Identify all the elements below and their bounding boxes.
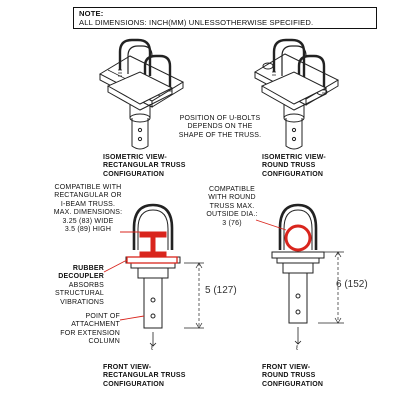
attachment-point-label: POINT OF ATTACHMENT FOR EXTENSION COLUMN — [60, 313, 120, 346]
ubolt-note: POSITION OF U-BOLTS DEPENDS ON THE SHAPE… — [178, 115, 262, 139]
svg-text:ℓ: ℓ — [150, 345, 154, 352]
compat-round-note: COMPATIBLE WITH ROUND TRUSS MAX. OUTSIDE… — [206, 186, 258, 227]
isometric-rectangular-mount — [98, 38, 185, 150]
dimension-left-label: 5 (127) — [205, 285, 237, 296]
dimension-left — [184, 262, 204, 329]
note-text: ALL DIMENSIONS: INCH(MM) UNLESSOTHERWISE… — [79, 18, 314, 27]
isometric-right-caption: ISOMETRIC VIEW- ROUND TRUSS CONFIGURATIO… — [262, 154, 326, 178]
note-heading: NOTE: — [79, 9, 104, 18]
front-left-caption: FRONT VIEW- RECTANGULAR TRUSS CONFIGURAT… — [103, 364, 186, 388]
leader-lines — [103, 219, 287, 321]
front-right-caption: FRONT VIEW- ROUND TRUSS CONFIGURATION — [262, 364, 324, 388]
isometric-left-caption: ISOMETRIC VIEW- RECTANGULAR TRUSS CONFIG… — [103, 154, 186, 178]
rubber-decoupler-label: RUBBER DECOUPLER ABSORBS STRUCTURAL VIBR… — [54, 265, 104, 306]
dimension-right-label: 6 (152) — [336, 279, 368, 290]
isometric-round-mount — [253, 38, 340, 150]
front-view-rectangular-mount: ℓ — [125, 203, 181, 352]
compat-rectangular-note: COMPATIBLE WITH RECTANGULAR OR I-BEAM TR… — [53, 184, 123, 234]
front-view-round-mount: ℓ — [271, 203, 325, 352]
svg-text:ℓ: ℓ — [295, 345, 299, 352]
note-box: NOTE: ALL DIMENSIONS: INCH(MM) UNLESSOTH… — [73, 7, 377, 29]
dimension-right — [318, 251, 344, 324]
